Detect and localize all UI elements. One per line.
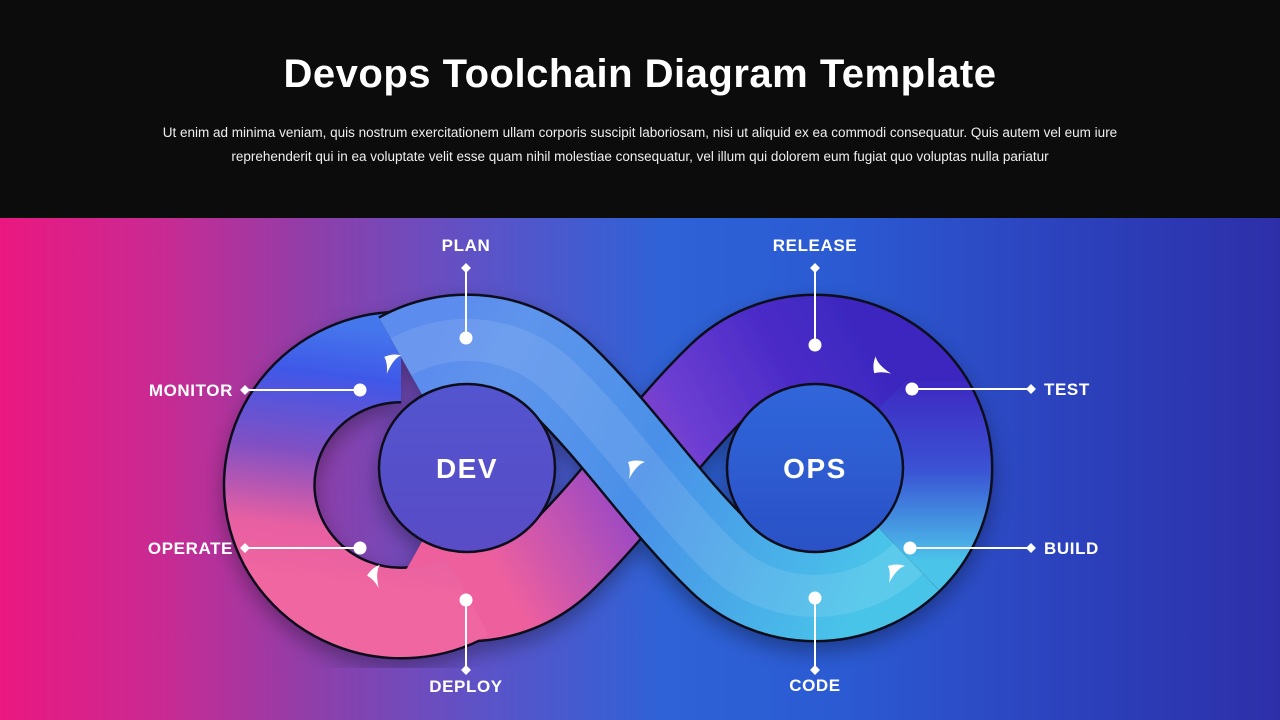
connector-dot-icon [808, 338, 822, 352]
stage-label-build: BUILD [1044, 539, 1099, 558]
connector-diamond-icon [1026, 384, 1036, 394]
connector-dot-icon [459, 331, 473, 345]
connector-diamond-icon [240, 385, 250, 395]
connector-dot-icon [353, 383, 367, 397]
stage-operate: OPERATE [148, 539, 367, 558]
header-section: Devops Toolchain Diagram Template Ut eni… [0, 0, 1280, 218]
infinity-right-arc [876, 345, 991, 591]
loop-hole-right [725, 382, 905, 554]
stage-release: RELEASE [773, 236, 858, 352]
dev-loop-label: DEV [436, 453, 498, 484]
stage-label-code: CODE [789, 676, 841, 695]
page-title: Devops Toolchain Diagram Template [283, 52, 997, 96]
stage-label-release: RELEASE [773, 236, 858, 255]
connector-dot-icon [808, 591, 822, 605]
subtitle-line-1: Ut enim ad minima veniam, quis nostrum e… [162, 125, 1118, 140]
stage-callouts: PLAN RELEASE MONITOR TEST [148, 236, 1099, 696]
stage-label-deploy: DEPLOY [429, 677, 503, 696]
connector-dot-icon [459, 593, 473, 607]
connector-diamond-icon [810, 263, 820, 273]
connector-diamond-icon [461, 263, 471, 273]
stage-label-test: TEST [1044, 380, 1090, 399]
infinity-loop [222, 293, 994, 660]
page-subtitle: Ut enim ad minima veniam, quis nostrum e… [0, 121, 1280, 169]
stage-code: CODE [789, 591, 841, 695]
stage-monitor: MONITOR [149, 381, 367, 400]
ops-loop-label: OPS [783, 453, 847, 484]
stage-label-monitor: MONITOR [149, 381, 233, 400]
loop-hole-left [377, 382, 557, 554]
connector-diamond-icon [1026, 543, 1036, 553]
connector-dot-icon [353, 541, 367, 555]
connector-diamond-icon [461, 665, 471, 675]
connector-diamond-icon [810, 665, 820, 675]
stage-deploy: DEPLOY [429, 593, 503, 696]
infinity-left-arc [225, 313, 489, 657]
devops-infinity-diagram: PLAN RELEASE MONITOR TEST [148, 236, 1099, 696]
stage-label-plan: PLAN [442, 236, 491, 255]
connector-diamond-icon [240, 543, 250, 553]
stage-build: BUILD [903, 539, 1099, 558]
stage-test: TEST [905, 380, 1090, 399]
stage-plan: PLAN [442, 236, 491, 345]
subtitle-line-2: reprehenderit qui in ea voluptate velit … [231, 149, 1049, 164]
connector-dot-icon [905, 382, 919, 396]
connector-dot-icon [903, 541, 917, 555]
stage-label-operate: OPERATE [148, 539, 233, 558]
infinity-over-ribbon-highlight [390, 318, 923, 617]
